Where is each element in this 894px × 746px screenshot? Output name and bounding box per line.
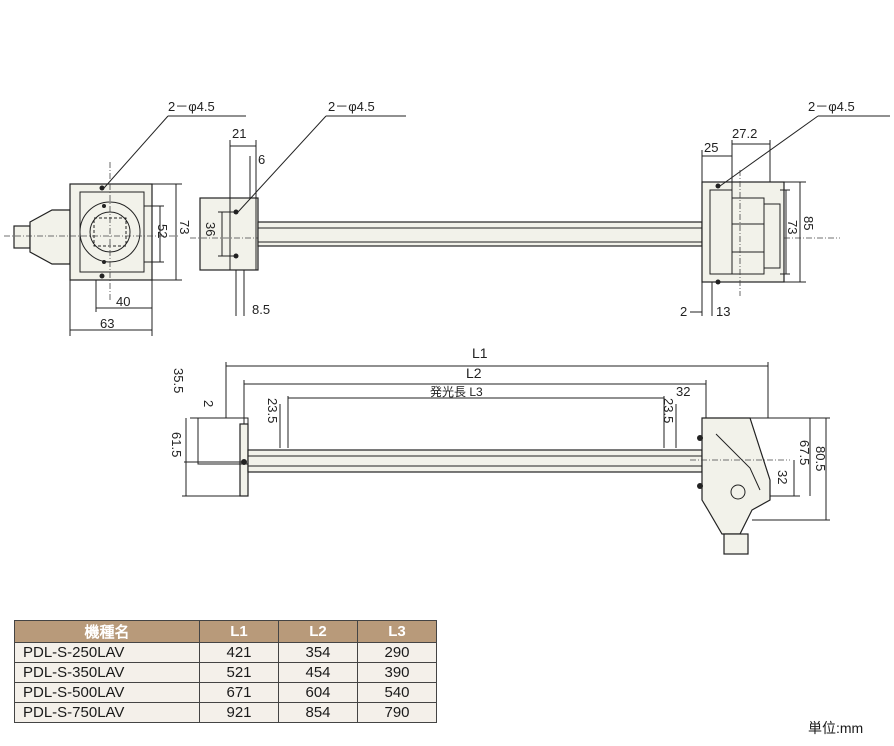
cell-l3: 540 bbox=[357, 682, 437, 703]
cell-l1: 421 bbox=[199, 642, 279, 663]
dim-8-5: 8.5 bbox=[252, 302, 270, 317]
dim-67-5: 67.5 bbox=[797, 440, 812, 465]
header-l2: L2 bbox=[278, 620, 358, 643]
mount-hole bbox=[715, 279, 721, 285]
mount-hole bbox=[715, 183, 721, 189]
cell-l3: 790 bbox=[357, 702, 437, 723]
cell-l1: 671 bbox=[199, 682, 279, 703]
right-hole-callout: 2－φ4.5 bbox=[808, 99, 855, 114]
cell-model: PDL-S-350LAV bbox=[14, 662, 200, 683]
table-row: PDL-S-500LAV 671 604 540 bbox=[14, 682, 437, 703]
side-view: L1 L2 発光長 L3 23.5 23.5 32 35.5 2 61.5 32 bbox=[169, 345, 830, 555]
dim-2-right: 2 bbox=[680, 304, 687, 319]
header-l3: L3 bbox=[357, 620, 437, 643]
table-row: PDL-S-750LAV 921 854 790 bbox=[14, 702, 437, 723]
spec-table: 機種名 L1 L2 L3 PDL-S-250LAV 421 354 290 PD… bbox=[14, 620, 437, 723]
bracket-hole-callout: 2－φ4.5 bbox=[328, 99, 375, 114]
dim-32-right: 32 bbox=[775, 470, 790, 484]
side-connector bbox=[723, 533, 749, 555]
dim-27-2: 27.2 bbox=[732, 126, 757, 141]
mount-hole bbox=[99, 185, 105, 191]
dim-73: 73 bbox=[177, 220, 192, 234]
dim-35-5: 35.5 bbox=[171, 368, 186, 393]
dim-23-5-right: 23.5 bbox=[661, 398, 676, 423]
cell-l1: 521 bbox=[199, 662, 279, 683]
dim-40: 40 bbox=[116, 294, 130, 309]
dim-23-5-left: 23.5 bbox=[265, 398, 280, 423]
dim-36: 36 bbox=[203, 222, 218, 236]
dim-l1: L1 bbox=[472, 345, 488, 361]
cell-l2: 604 bbox=[278, 682, 358, 703]
left-end-view: 2－φ4.5 52 73 40 63 bbox=[4, 99, 246, 336]
dim-63: 63 bbox=[100, 316, 114, 331]
dim-52: 52 bbox=[155, 224, 170, 238]
unit-label: 単位:mm bbox=[808, 720, 864, 736]
cell-l2: 854 bbox=[278, 702, 358, 723]
dim-2-left: 2 bbox=[201, 400, 216, 407]
dim-80-5: 80.5 bbox=[813, 446, 828, 471]
cell-model: PDL-S-250LAV bbox=[14, 642, 200, 663]
header-model: 機種名 bbox=[14, 620, 200, 643]
housing-outline bbox=[69, 183, 153, 281]
connector-body bbox=[29, 209, 71, 265]
dim-21: 21 bbox=[232, 126, 246, 141]
dim-l2: L2 bbox=[466, 365, 482, 381]
bracket-view: 2－φ4.5 21 6 36 8.5 bbox=[190, 99, 840, 317]
table-row: PDL-S-250LAV 421 354 290 bbox=[14, 642, 437, 663]
cell-l3: 390 bbox=[357, 662, 437, 683]
table-row: PDL-S-350LAV 521 454 390 bbox=[14, 662, 437, 683]
cell-l2: 454 bbox=[278, 662, 358, 683]
cell-model: PDL-S-750LAV bbox=[14, 702, 200, 723]
cell-l2: 354 bbox=[278, 642, 358, 663]
dim-61-5: 61.5 bbox=[169, 432, 184, 457]
dim-32-top: 32 bbox=[676, 384, 690, 399]
dim-l3: 発光長 L3 bbox=[430, 385, 483, 399]
header-l1: L1 bbox=[199, 620, 279, 643]
dim-13: 13 bbox=[716, 304, 730, 319]
dim-25: 25 bbox=[704, 140, 718, 155]
cell-l1: 921 bbox=[199, 702, 279, 723]
bracket-plate bbox=[199, 197, 259, 271]
right-end-view: 2－φ4.5 25 27.2 73 85 2 13 bbox=[680, 99, 890, 319]
table-header-row: 機種名 L1 L2 L3 bbox=[14, 620, 437, 643]
cell-model: PDL-S-500LAV bbox=[14, 682, 200, 703]
left-hole-callout: 2－φ4.5 bbox=[168, 99, 215, 114]
connector-plug bbox=[13, 225, 31, 249]
end-cap-housing bbox=[701, 181, 785, 283]
dim-73-right: 73 bbox=[785, 220, 800, 234]
mount-hole bbox=[99, 273, 105, 279]
dim-85: 85 bbox=[801, 216, 816, 230]
side-head bbox=[701, 417, 771, 535]
cell-l3: 290 bbox=[357, 642, 437, 663]
side-tube bbox=[247, 449, 703, 473]
dim-6: 6 bbox=[258, 152, 265, 167]
